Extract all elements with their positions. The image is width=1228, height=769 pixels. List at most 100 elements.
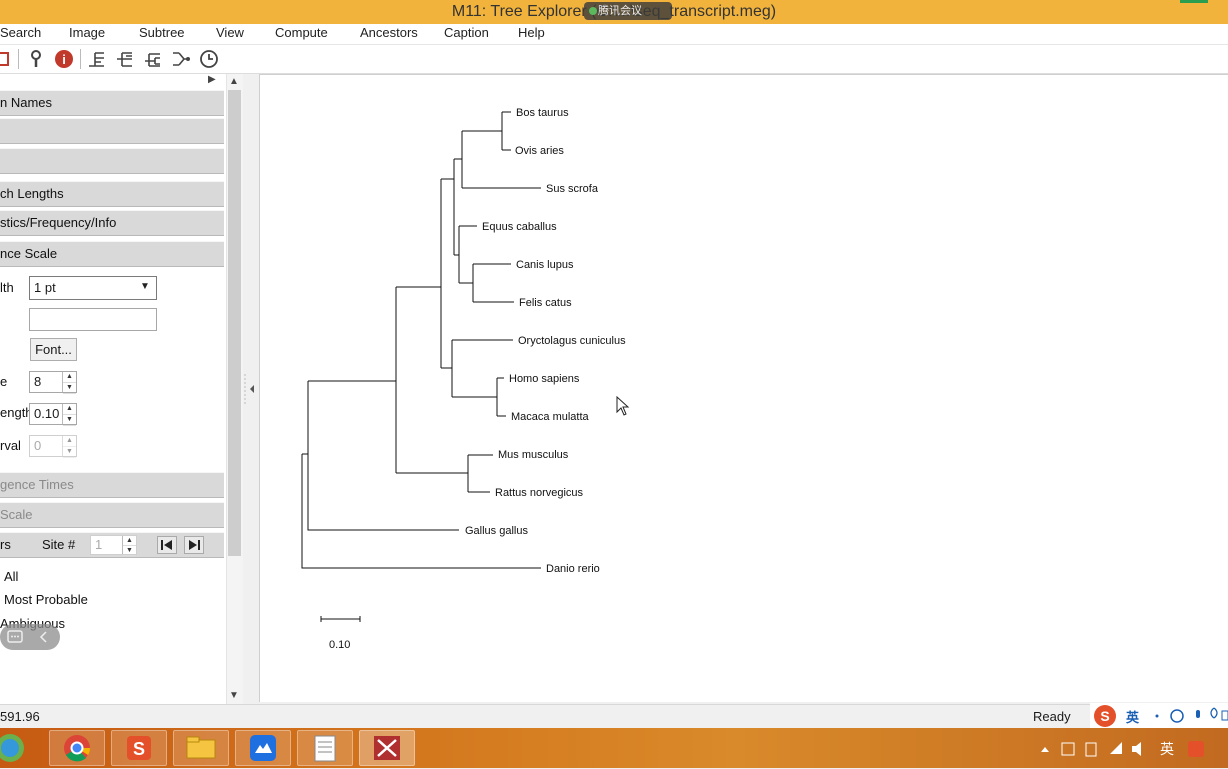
scale-bar [320, 616, 361, 622]
svg-text:S: S [1100, 708, 1109, 724]
scale-length-label: ength [0, 405, 33, 420]
option-all[interactable]: All [4, 569, 19, 584]
tree-layout-4-icon[interactable] [171, 49, 191, 69]
menu-help[interactable]: Help [518, 25, 545, 40]
tree-canvas[interactable]: Bos taurus Ovis aries Sus scrofa Equus c… [259, 74, 1228, 702]
menu-compute[interactable]: Compute [275, 25, 328, 40]
sogou-icon[interactable]: S [111, 730, 167, 766]
menu-image[interactable]: Image [69, 25, 106, 40]
meeting-badge[interactable]: 腾讯会议 [584, 2, 672, 20]
taxon-label: Rattus norvegicus [495, 487, 584, 499]
option-most-probable[interactable]: Most Probable [4, 592, 88, 607]
status-bar: 591.96 Ready [0, 704, 1228, 728]
notepad-icon[interactable] [297, 730, 353, 766]
section-divergence-times[interactable]: gence Times [0, 472, 224, 498]
taxon-label: Macaca mulatta [511, 411, 590, 423]
phylogenetic-tree: Bos taurus Ovis aries Sus scrofa Equus c… [301, 107, 630, 651]
tick-interval-input: 0 [29, 435, 77, 457]
ancestors-label: rs [0, 537, 11, 552]
info-icon[interactable]: i [54, 49, 74, 69]
font-size-input[interactable]: 8 [29, 371, 77, 393]
toolbar: i [0, 45, 1228, 74]
taxon-label: Canis lupus [516, 259, 574, 271]
scroll-down-icon[interactable]: ▼ [229, 690, 239, 701]
chrome-icon[interactable] [49, 730, 105, 766]
menu-bar: Search Image Subtree View Compute Ancest… [0, 24, 1228, 45]
sogou-tray-icon [1188, 741, 1204, 757]
section-collapsed-1[interactable] [0, 118, 224, 144]
status-ready: Ready [1033, 709, 1071, 724]
section-statistics[interactable]: stics/Frequency/Info [0, 210, 224, 236]
font-button[interactable]: Font... [30, 338, 77, 361]
tree-layout-1-icon[interactable] [87, 49, 107, 69]
taxon-label: Danio rerio [546, 563, 600, 575]
font-size-label: e [0, 374, 8, 389]
section-time-scale[interactable]: Scale [0, 502, 224, 528]
branch-gallus [307, 381, 459, 531]
menu-search[interactable]: Search [0, 25, 42, 40]
taxon-label: Homo sapiens [509, 373, 580, 385]
scale-bar-label: 0.10 [329, 639, 350, 651]
branch-danio [301, 454, 541, 569]
panel-splitter[interactable] [243, 74, 259, 704]
taxon-label: Felis catus [519, 297, 572, 309]
site-number-value: 1 [95, 537, 103, 552]
section-branch-lengths[interactable]: ch Lengths [0, 181, 224, 207]
meeting-icon[interactable] [235, 730, 291, 766]
volume-icon [1132, 742, 1141, 756]
clock-icon[interactable] [199, 49, 219, 69]
section-collapsed-2[interactable] [0, 148, 224, 174]
tick-interval-value: 0 [34, 438, 42, 453]
file-explorer-icon[interactable] [173, 730, 229, 766]
previous-site-button[interactable] [157, 536, 177, 554]
scale-length-value: 0.10 [34, 406, 60, 421]
mouse-cursor-icon [616, 395, 630, 416]
tick-interval-stepper: ▲▼ [62, 436, 76, 458]
mega-icon[interactable] [359, 730, 415, 766]
ime-language[interactable]: 英 [1126, 710, 1140, 725]
next-site-button[interactable] [184, 536, 204, 554]
tree-layout-3-icon[interactable] [143, 49, 163, 69]
menu-subtree[interactable]: Subtree [139, 25, 185, 40]
network-icon [1110, 742, 1122, 754]
wrench-icon[interactable] [26, 49, 46, 69]
tray-language[interactable]: 英 [1160, 741, 1174, 757]
chevron-down-icon: ▼ [140, 281, 150, 292]
site-number-input[interactable]: 1 [90, 535, 137, 555]
toolbar-separator [18, 49, 19, 69]
svg-text:i: i [62, 52, 66, 67]
taxon-label: Bos taurus [516, 107, 569, 119]
flag-icon [1061, 742, 1075, 756]
menu-ancestors[interactable]: Ancestors [360, 25, 418, 40]
start-orb-icon[interactable] [0, 730, 36, 766]
site-number-stepper[interactable]: ▲▼ [122, 536, 136, 556]
taxon-label: Oryctolagus cuniculus [518, 335, 626, 347]
line-width-select[interactable]: 1 pt [29, 276, 157, 300]
tick-interval-label: rval [0, 438, 21, 453]
taxon-label: Ovis aries [515, 145, 564, 157]
floating-toolbar[interactable] [0, 624, 60, 650]
scale-length-stepper[interactable]: ▲▼ [62, 404, 76, 426]
meeting-status-icon [589, 7, 597, 15]
ime-toolbar[interactable]: S 英 [1090, 703, 1228, 729]
device-icon [1085, 742, 1097, 757]
tree-layout-2-icon[interactable] [115, 49, 135, 69]
minimize-button[interactable] [1180, 0, 1208, 3]
line-width-label: lth [0, 280, 14, 295]
font-size-value: 8 [34, 374, 42, 389]
caption-input[interactable] [29, 308, 157, 331]
system-tray: 英 [1036, 738, 1226, 760]
section-taxon-names[interactable]: n Names [0, 90, 224, 116]
section-distance-scale[interactable]: nce Scale [0, 241, 224, 267]
status-value: 591.96 [0, 709, 40, 724]
panel-scrollbar-thumb[interactable] [228, 90, 241, 556]
menu-view[interactable]: View [216, 25, 244, 40]
taxon-label: Equus caballus [482, 221, 557, 233]
panel-expand-arrow-icon[interactable]: ▶ [208, 74, 216, 85]
scale-length-input[interactable]: 0.10 [29, 403, 77, 425]
font-size-stepper[interactable]: ▲▼ [62, 372, 76, 394]
frame-icon[interactable] [0, 49, 14, 69]
toolbar-separator [80, 49, 81, 69]
menu-caption[interactable]: Caption [444, 25, 489, 40]
scroll-up-icon[interactable]: ▲ [229, 76, 239, 87]
